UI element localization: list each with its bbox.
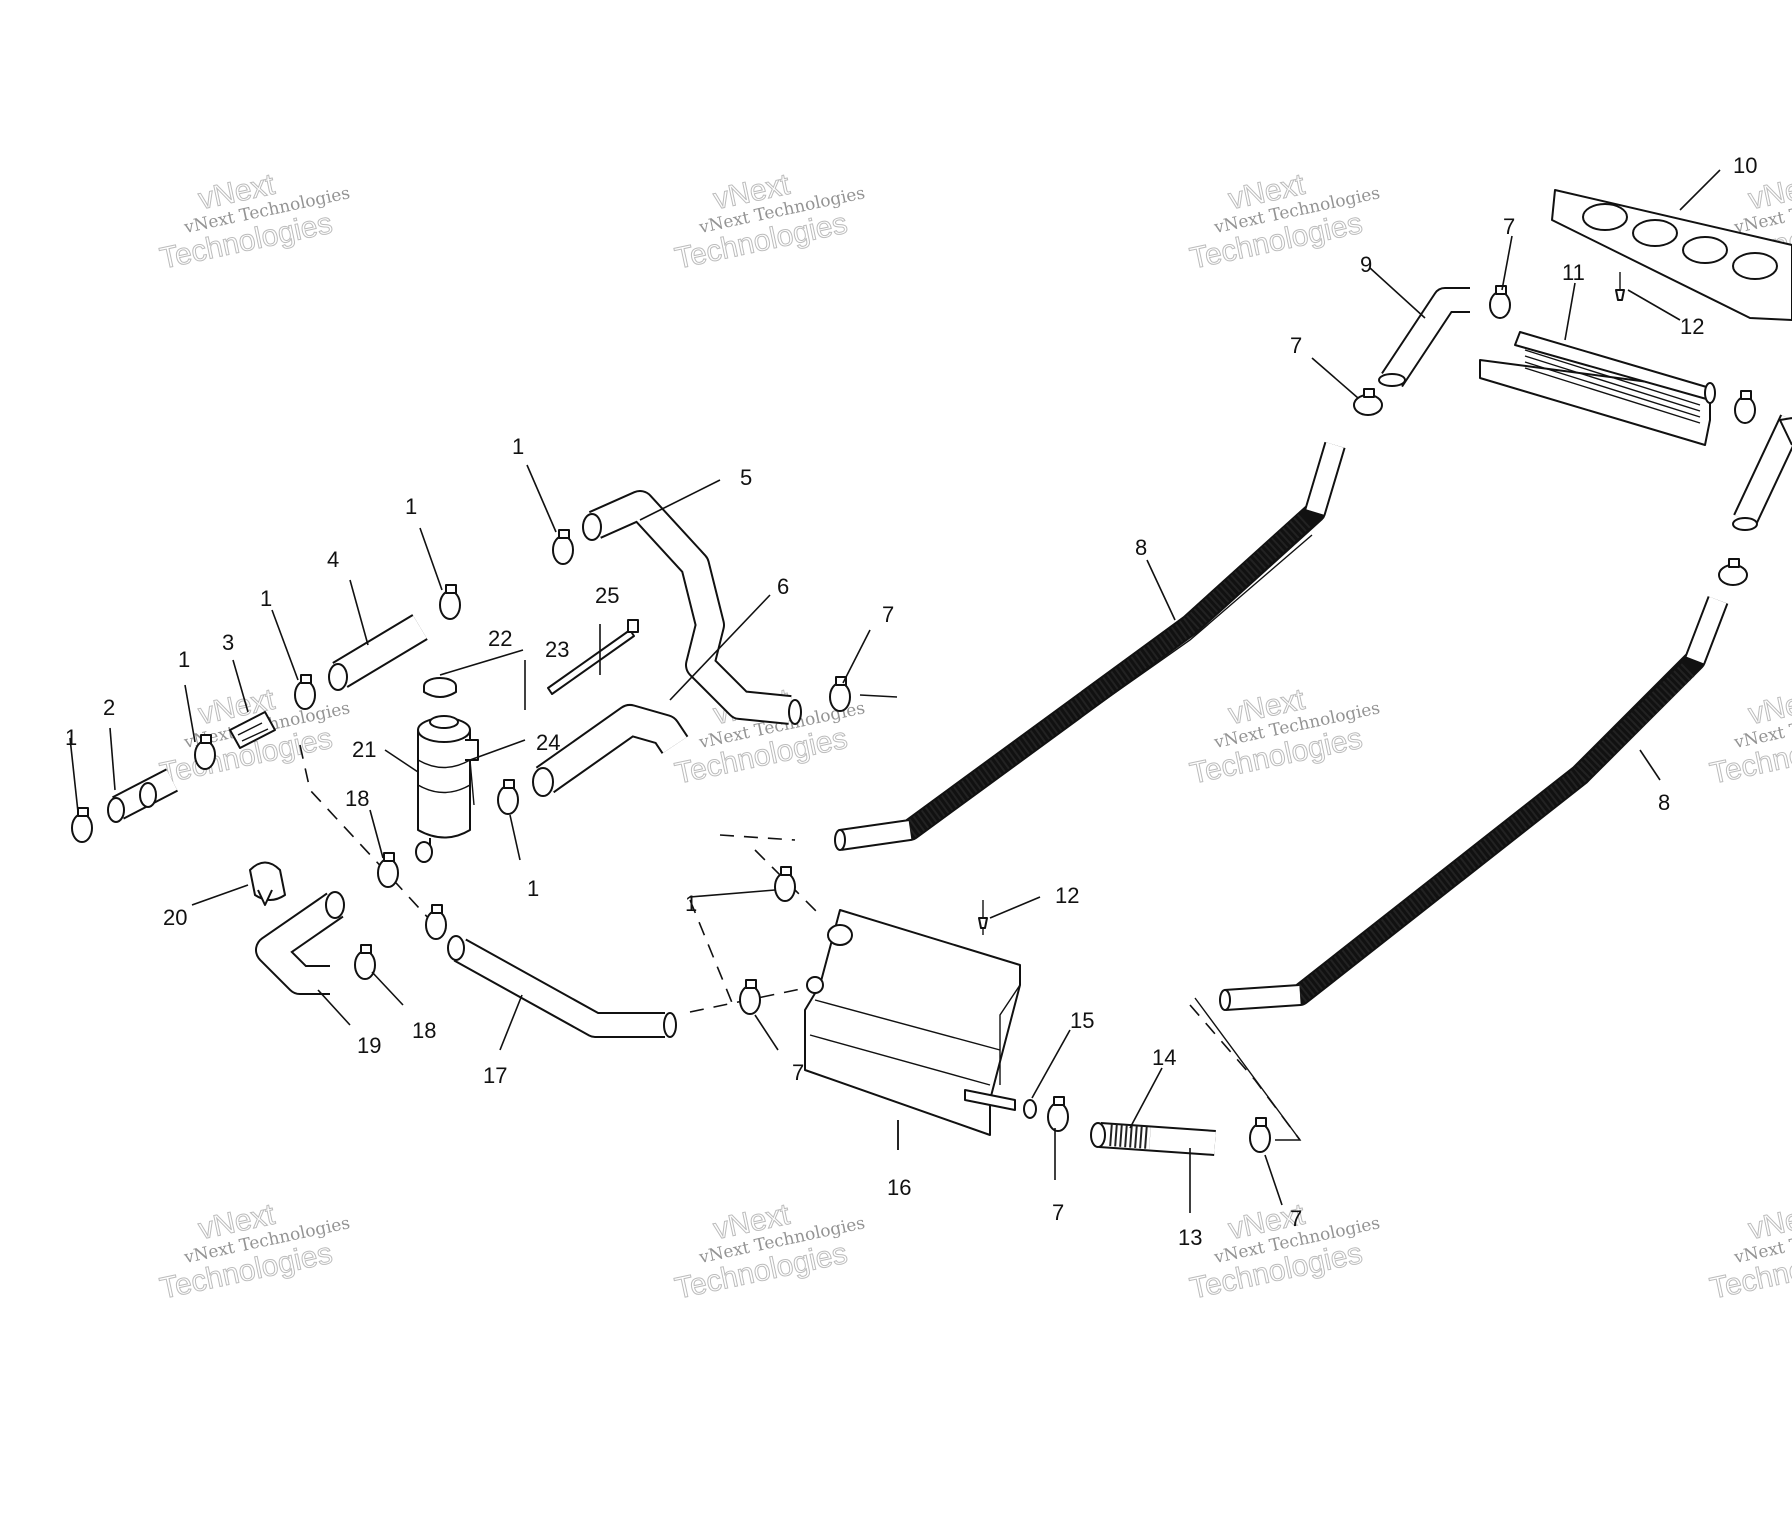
part-label-8: 8 — [1658, 790, 1670, 815]
part-label-1: 1 — [260, 586, 272, 611]
part-label-18: 18 — [345, 786, 369, 811]
hose-clamp — [739, 979, 761, 1015]
assembly-line — [1194, 997, 1302, 1141]
corrugated-tube-upper — [834, 441, 1346, 851]
part-label-1: 1 — [527, 876, 539, 901]
hose-clamp — [497, 779, 519, 815]
part-label-12: 12 — [1055, 883, 1079, 908]
hose-clamp — [1489, 285, 1511, 319]
hose-clamp — [425, 904, 447, 940]
watermark: vNext vNext Technologies Technologies — [157, 1197, 352, 1306]
coolant-reservoir — [415, 715, 479, 863]
part-label-18: 18 — [412, 1018, 436, 1043]
hose-clamp — [1718, 558, 1748, 586]
part-label-12: 12 — [1680, 314, 1704, 339]
part-label-24: 24 — [536, 730, 560, 755]
part-label-15: 15 — [1070, 1008, 1094, 1033]
watermark: vNext vNext Technologies Technologies — [1187, 1197, 1382, 1306]
part-label-4: 4 — [327, 547, 339, 572]
part-label-10: 10 — [1733, 153, 1757, 178]
straight-hose — [447, 935, 677, 1038]
hose-clamp — [377, 852, 399, 888]
bent-hose — [255, 891, 345, 995]
hose-clamp — [1353, 388, 1383, 416]
hose-clamp — [354, 944, 376, 980]
watermark: vNext vNext Technologies Technologies — [672, 167, 867, 276]
short-hose — [1090, 1122, 1216, 1156]
gasket-plate — [1551, 189, 1792, 321]
part-label-9: 9 — [1360, 252, 1372, 277]
hose-clamp — [774, 866, 796, 902]
part-label-1: 1 — [65, 725, 77, 750]
part-label-5: 5 — [740, 465, 752, 490]
bolt — [978, 900, 988, 935]
heat-exchanger — [804, 909, 1021, 1136]
assembly-line — [1189, 1004, 1301, 1141]
part-label-11: 11 — [1562, 260, 1585, 285]
part-label-2: 2 — [103, 695, 115, 720]
straight-tube — [328, 614, 428, 691]
watermark: vNext vNext Technologies Technologies — [1187, 682, 1382, 791]
part-label-7: 7 — [1290, 333, 1302, 358]
reservoir-cap — [423, 677, 457, 698]
part-label-14: 14 — [1152, 1045, 1176, 1070]
watermark: vNext vNext Technologies Technologies — [672, 1197, 867, 1306]
part-label-6: 6 — [777, 574, 789, 599]
part-label-7: 7 — [1052, 1200, 1064, 1225]
part-label-1: 1 — [512, 434, 524, 459]
elbow-tube — [1378, 287, 1470, 388]
part-label-3: 3 — [222, 630, 234, 655]
assembly-line — [689, 899, 736, 1011]
hose-clamp — [294, 674, 316, 710]
hose-clip — [249, 861, 286, 906]
hose-clamp — [829, 676, 851, 712]
part-label-1: 1 — [405, 494, 417, 519]
part-label-19: 19 — [357, 1033, 381, 1058]
radiator-bar — [1479, 331, 1716, 446]
part-label-22: 22 — [488, 626, 512, 651]
part-label-25: 25 — [595, 583, 619, 608]
part-label-7: 7 — [792, 1060, 804, 1085]
elbow-hose — [532, 704, 689, 797]
part-label-17: 17 — [483, 1063, 507, 1088]
hose-clamp — [552, 529, 574, 565]
part-label-1: 1 — [685, 891, 697, 916]
watermark: vNext vNext Technologies Technologies — [1707, 682, 1792, 791]
part-label-1: 1 — [178, 647, 190, 672]
right-tube — [1732, 414, 1792, 531]
part-label-7: 7 — [882, 602, 894, 627]
part-label-13: 13 — [1178, 1225, 1202, 1250]
zip-tie — [547, 619, 639, 695]
hose-clamp — [1249, 1117, 1271, 1153]
watermark: vNext vNext Technologies Technologies — [1187, 167, 1382, 276]
corrugated-tube-lower — [1219, 596, 1729, 1011]
part-label-7: 7 — [1503, 214, 1515, 239]
assembly-line — [719, 834, 796, 841]
hose-clamp — [1047, 1096, 1069, 1132]
part-label-8: 8 — [1135, 535, 1147, 560]
hose-clamp — [71, 807, 93, 843]
part-label-23: 23 — [545, 637, 569, 662]
assembly-line — [299, 744, 431, 921]
watermark: vNext vNext Technologies Technologies — [157, 167, 352, 276]
part-label-16: 16 — [887, 1175, 911, 1200]
watermarks: vNext vNext Technologies Technologies vN… — [157, 167, 1792, 1306]
hose-clamps — [71, 285, 1756, 1153]
part-label-21: 21 — [352, 737, 376, 762]
coupler — [107, 768, 178, 823]
o-ring — [1023, 1099, 1037, 1119]
bolt — [1615, 272, 1625, 301]
part-label-20: 20 — [163, 905, 187, 930]
part-labels: 1 2 1 3 1 4 1 1 5 6 7 25 22 23 24 21 18 … — [65, 153, 1757, 1250]
u-hose — [582, 490, 802, 725]
assembly-line — [859, 694, 898, 698]
hose-clamp — [439, 584, 461, 620]
part-label-7: 7 — [1290, 1206, 1302, 1231]
hose-clamp — [194, 734, 216, 770]
leader-lines — [69, 169, 1721, 1213]
hose-clamp — [1734, 390, 1756, 424]
valve-fitting — [229, 711, 276, 749]
watermark: vNext vNext Technologies Technologies — [1707, 1197, 1792, 1306]
